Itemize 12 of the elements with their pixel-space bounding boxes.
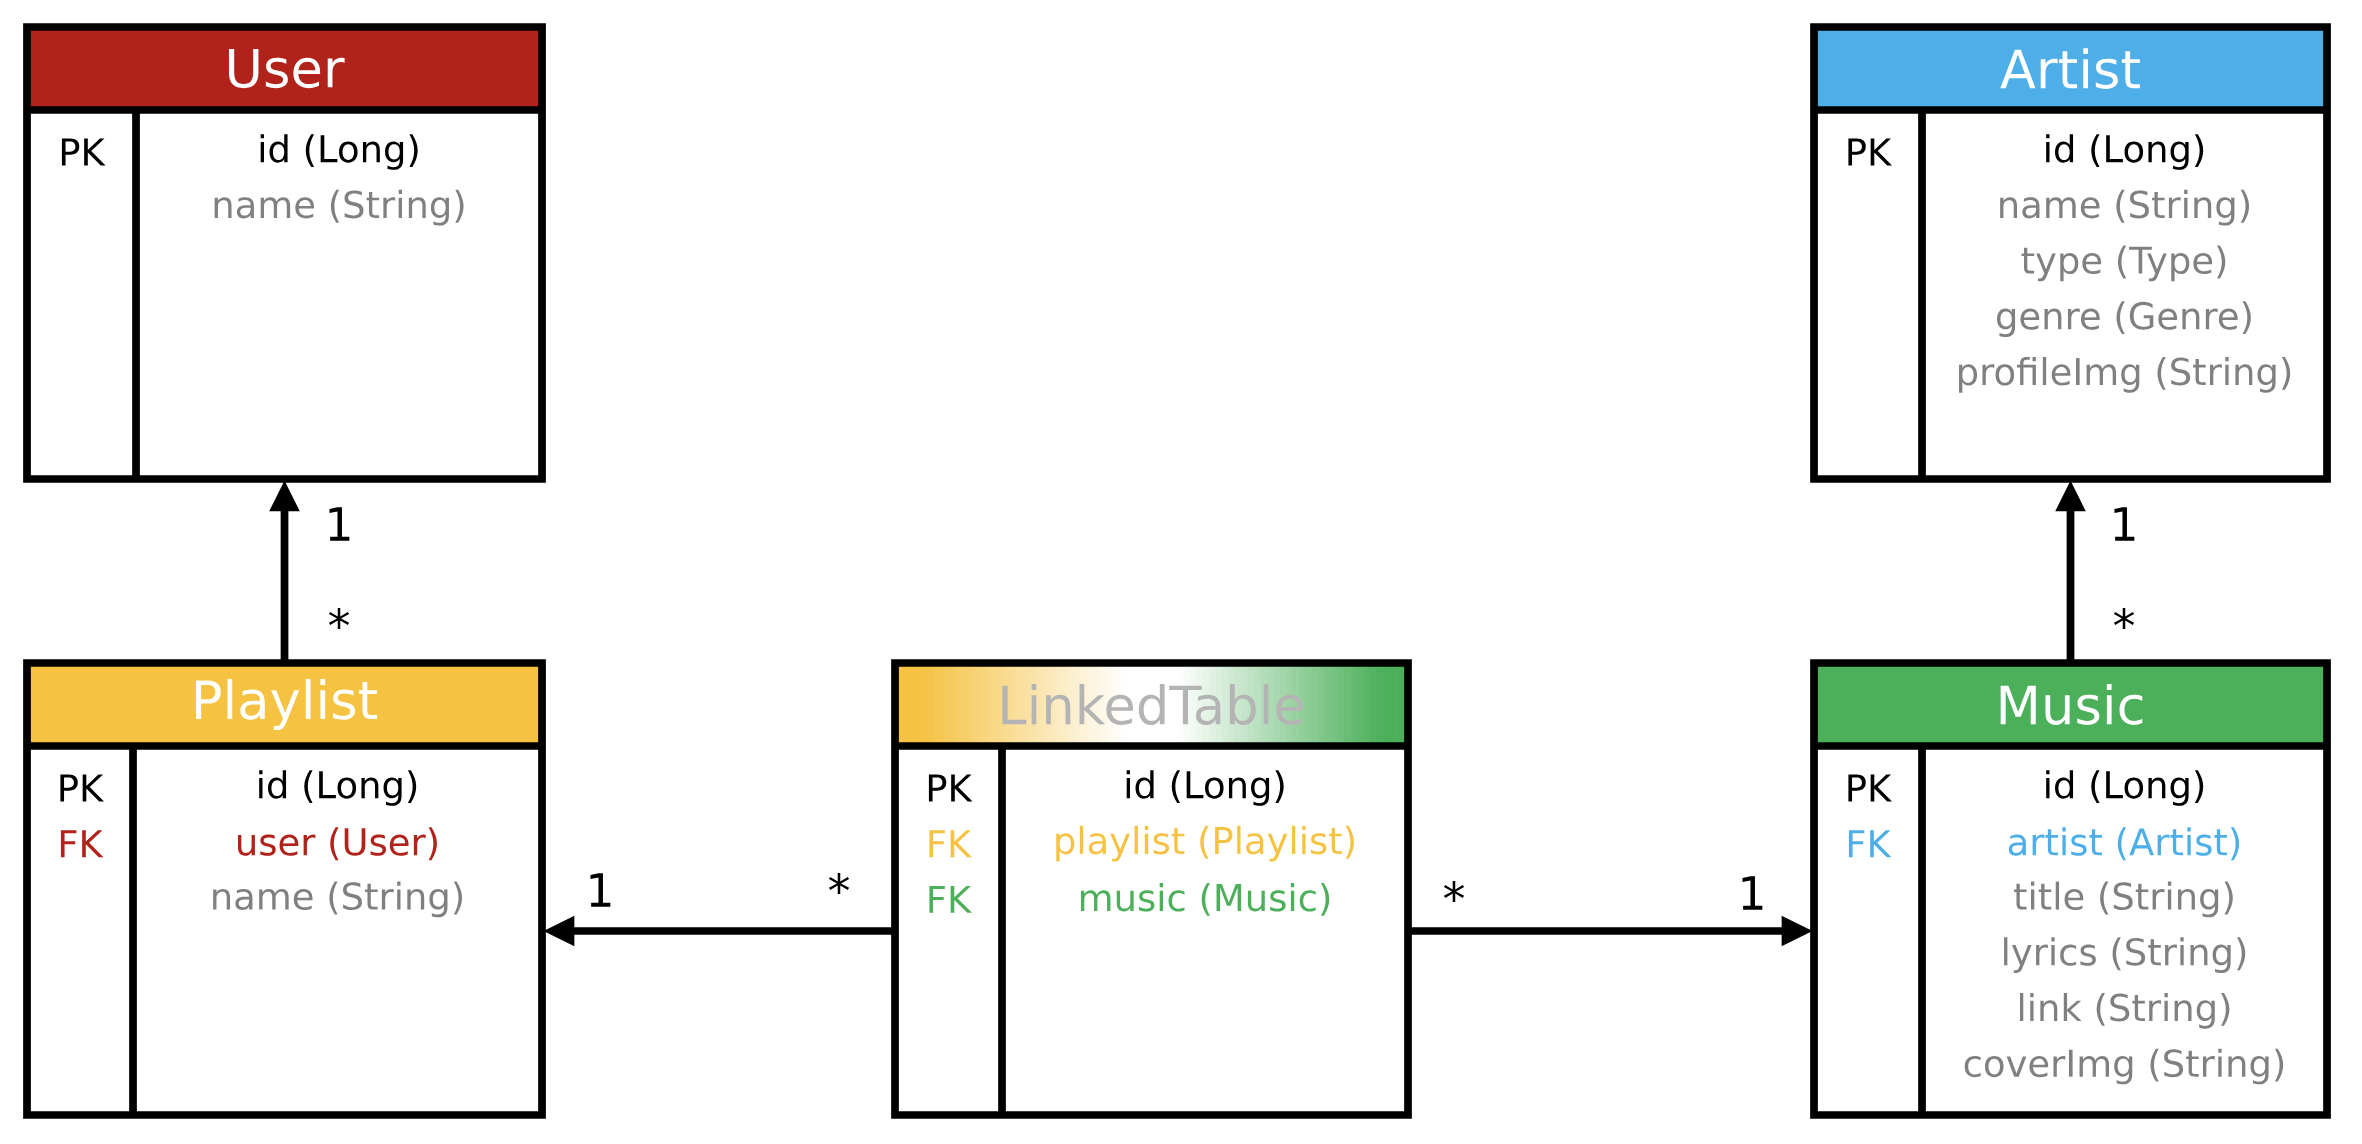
multiplicity-label: * [2113,608,2135,629]
multiplicity-label: 1 [590,873,611,907]
entity-table: Playlist PK FK id (Long) user (User) name (String) [23,659,546,1119]
entity-table: User PK id (Long) name (String) [23,23,546,483]
entity-table: Artist PK id (Long) name (String) type (Type) genre (Genre) profileImg (String) [1810,23,2331,483]
entity-table: Music PK FK id (Long) artist (Artist) title (String) lyrics (String) link (String) coverImg (String) [1810,659,2331,1119]
multiplicity-label: 1 [329,507,350,541]
multiplicity-label: 1 [1742,876,1763,910]
multiplicity-label: * [1443,881,1465,902]
multiplicity-label: 1 [2114,507,2135,541]
multiplicity-label: * [828,873,850,894]
multiplicity-label: * [328,608,350,629]
